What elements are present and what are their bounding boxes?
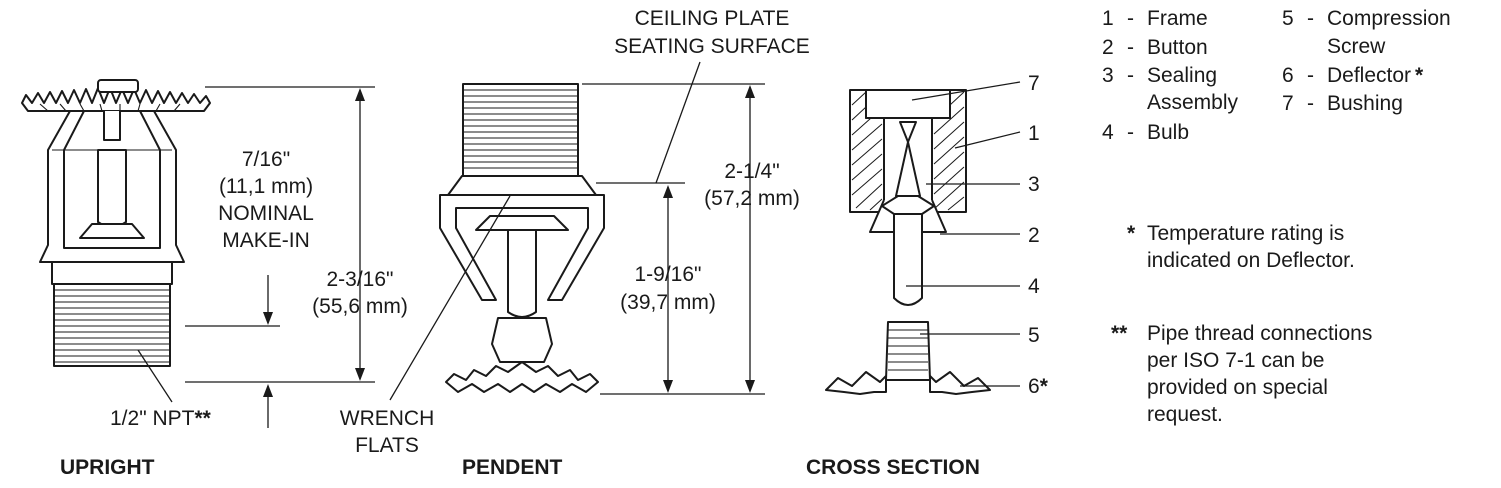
- legend-item-7: 7 - Bushing: [1282, 92, 1403, 115]
- svg-text:-: -: [1307, 92, 1314, 115]
- svg-text:request.: request.: [1147, 403, 1223, 426]
- svg-text:-: -: [1127, 36, 1134, 59]
- legend-item-6: 6 - Deflector*: [1282, 64, 1424, 87]
- svg-text:Bushing: Bushing: [1327, 92, 1403, 115]
- pendent-overall-label-1: 2-1/4": [724, 160, 779, 183]
- callout-3: 3: [1028, 173, 1040, 196]
- ceiling-label-1: CEILING PLATE: [635, 7, 790, 30]
- svg-text:-: -: [1127, 64, 1134, 87]
- note-temperature-rating: * Temperature rating is indicated on Def…: [1127, 222, 1355, 272]
- callout-4: 4: [1028, 275, 1040, 298]
- cross-section-view: [825, 89, 991, 395]
- svg-text:Bulb: Bulb: [1147, 121, 1189, 144]
- makein-label-1: 7/16": [242, 148, 290, 171]
- svg-text:-: -: [1307, 64, 1314, 87]
- ceiling-label-2: SEATING SURFACE: [614, 35, 810, 58]
- svg-text:-: -: [1127, 7, 1134, 30]
- callout-5: 5: [1028, 324, 1040, 347]
- pendent-deflector: [445, 361, 599, 393]
- wrench-flats-label-1: WRENCH: [340, 407, 435, 430]
- upright-view: [21, 79, 211, 367]
- svg-text:7: 7: [1282, 92, 1294, 115]
- svg-text:4: 4: [1102, 121, 1114, 144]
- callout-6: 6*: [1028, 375, 1049, 398]
- svg-text:Sealing: Sealing: [1147, 64, 1217, 87]
- pendent-drop-label-1: 1-9/16": [635, 263, 702, 286]
- legend-item-5: 5 - Compression Screw: [1282, 7, 1451, 58]
- pendent-overall-label-2: (57,2 mm): [704, 187, 800, 210]
- svg-text:indicated on Deflector.: indicated on Deflector.: [1147, 249, 1355, 272]
- svg-text:Pipe thread connections: Pipe thread connections: [1147, 322, 1372, 345]
- svg-text:**: **: [1111, 322, 1128, 345]
- svg-text:Temperature rating is: Temperature rating is: [1147, 222, 1344, 245]
- parts-legend: 1 - Frame 2 - Button 3 - Sealing Assembl…: [1102, 7, 1451, 144]
- makein-label-2: (11,1 mm): [219, 175, 313, 198]
- pendent-view: [439, 83, 605, 393]
- svg-text:6: 6: [1282, 64, 1294, 87]
- legend-item-1: 1 - Frame: [1102, 7, 1208, 30]
- svg-text:5: 5: [1282, 7, 1294, 30]
- section-leaders: [906, 81, 1021, 387]
- legend-item-2: 2 - Button: [1102, 36, 1208, 59]
- upright-threads: [53, 283, 171, 367]
- notes: * Temperature rating is indicated on Def…: [1111, 222, 1372, 426]
- pendent-drop-label-2: (39,7 mm): [620, 291, 716, 314]
- upright-overall-label-2: (55,6 mm): [312, 295, 408, 318]
- makein-label-3: NOMINAL: [218, 202, 314, 225]
- svg-text:Deflector*: Deflector*: [1327, 64, 1424, 87]
- section-compression-screw: [885, 321, 931, 381]
- svg-text:Screw: Screw: [1327, 35, 1386, 58]
- npt-label: 1/2" NPT**: [110, 407, 212, 430]
- upright-dimensions: [137, 86, 375, 428]
- section-deflector: [825, 371, 887, 395]
- svg-text:Frame: Frame: [1147, 7, 1208, 30]
- callout-2: 2: [1028, 224, 1040, 247]
- svg-text:Button: Button: [1147, 36, 1208, 59]
- svg-text:1: 1: [1102, 7, 1114, 30]
- wrench-flats-label-2: FLATS: [355, 434, 419, 457]
- pendent-bulb: [507, 229, 537, 318]
- svg-text:3: 3: [1102, 64, 1114, 87]
- pendent-title: PENDENT: [462, 456, 563, 479]
- note-pipe-thread: ** Pipe thread connections per ISO 7-1 c…: [1111, 322, 1372, 426]
- upright-deflector: [21, 87, 211, 112]
- upright-labels: 7/16" (11,1 mm) NOMINAL MAKE-IN 2-3/16" …: [60, 148, 408, 479]
- section-bushing: [865, 89, 951, 119]
- svg-text:-: -: [1127, 121, 1134, 144]
- legend-item-3: 3 - Sealing Assembly: [1102, 64, 1239, 114]
- section-button: [881, 195, 935, 215]
- svg-text:Assembly: Assembly: [1147, 91, 1239, 114]
- svg-text:-: -: [1307, 7, 1314, 30]
- upright-title: UPRIGHT: [60, 456, 155, 479]
- cross-section-title: CROSS SECTION: [806, 456, 980, 479]
- pendent-frame: [439, 194, 605, 301]
- section-callouts: 7 1 3 2 4 5 6* CROSS SECTION: [806, 72, 1049, 479]
- svg-text:per ISO 7-1 can be: per ISO 7-1 can be: [1147, 349, 1324, 372]
- upright-bulb: [97, 149, 127, 228]
- svg-text:provided on special: provided on special: [1147, 376, 1328, 399]
- svg-text:*: *: [1127, 222, 1136, 245]
- pendent-dimensions: [389, 61, 765, 401]
- section-sealing-assembly: [895, 121, 921, 197]
- pendent-wrench-flats: [447, 175, 597, 196]
- callout-1: 1: [1028, 122, 1040, 145]
- pendent-labels: CEILING PLATE SEATING SURFACE 2-1/4" (57…: [340, 7, 810, 479]
- legend-item-4: 4 - Bulb: [1102, 121, 1189, 144]
- upright-frame: [39, 110, 185, 263]
- callout-7: 7: [1028, 72, 1040, 95]
- section-bulb: [893, 213, 923, 306]
- svg-text:Compression: Compression: [1327, 7, 1451, 30]
- upright-overall-label-1: 2-3/16": [327, 268, 394, 291]
- makein-label-4: MAKE-IN: [222, 229, 310, 252]
- svg-text:2: 2: [1102, 36, 1114, 59]
